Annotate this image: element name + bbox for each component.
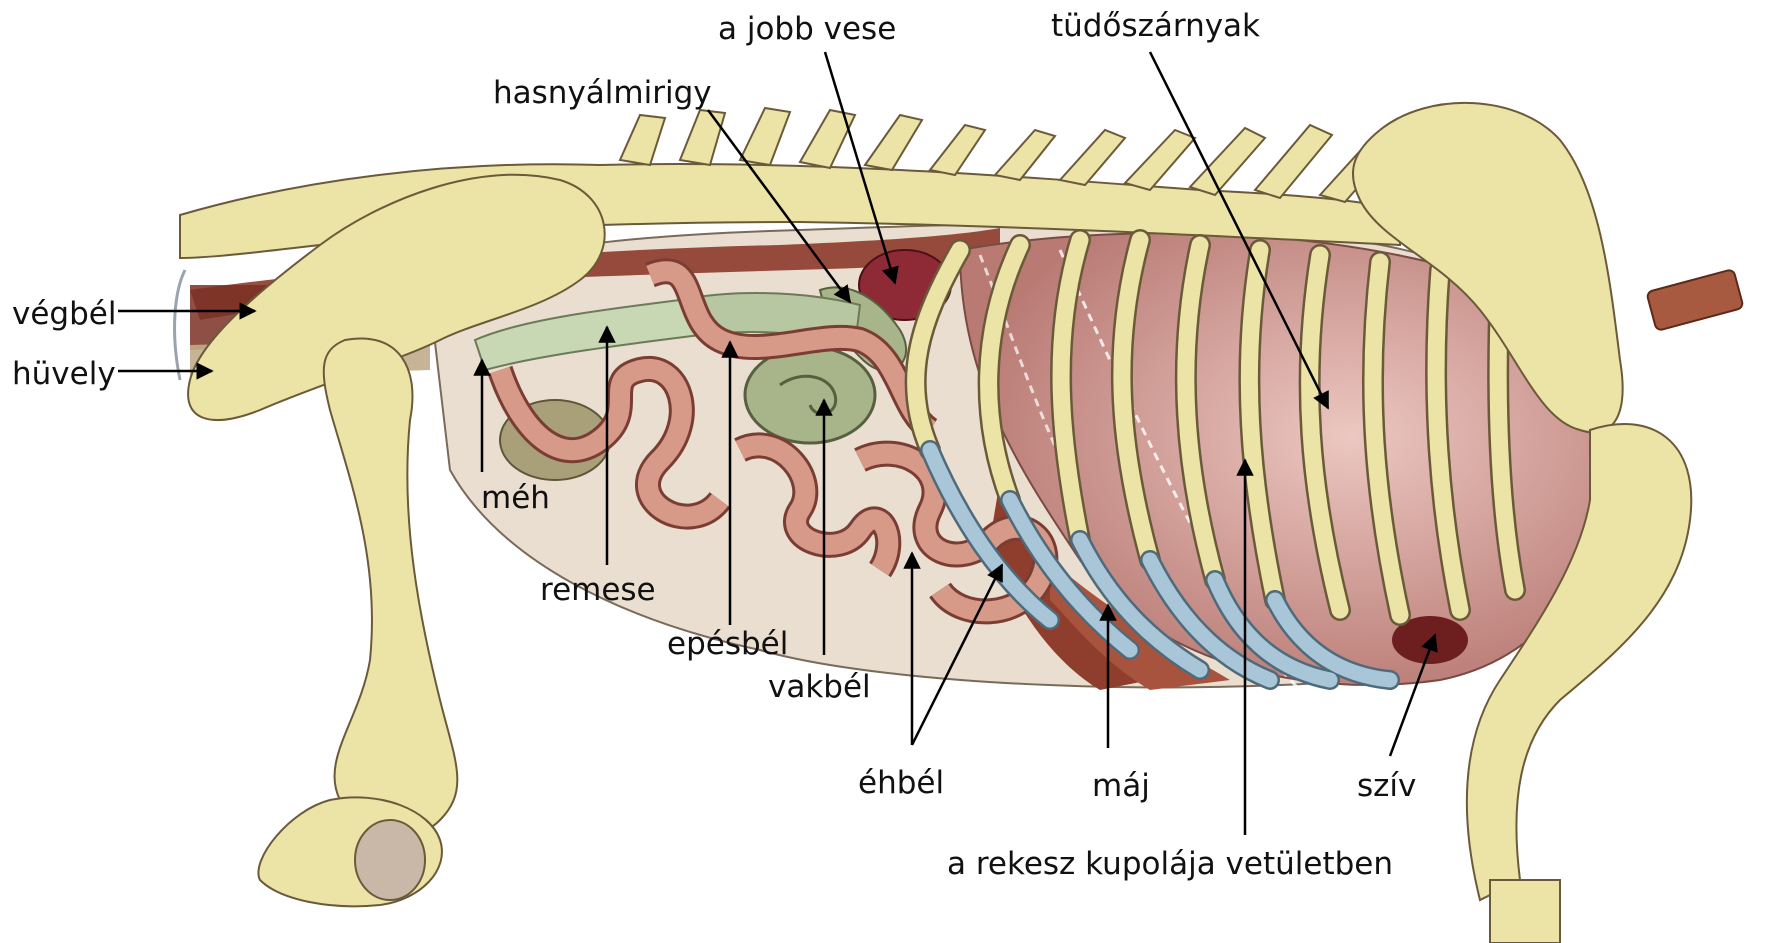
label-remese: remese — [540, 572, 656, 608]
label-tudo: tüdőszárnyak — [1051, 8, 1260, 44]
hind-leg — [324, 338, 458, 837]
cecum-shape — [745, 347, 875, 443]
tail — [175, 270, 185, 380]
label-maj: máj — [1092, 768, 1150, 804]
trachea — [1646, 269, 1743, 331]
label-epesbel: epésbél — [667, 626, 788, 662]
label-huvely: hüvely — [12, 356, 116, 392]
label-sziv: szív — [1357, 768, 1416, 804]
label-vese: a jobb vese — [718, 11, 896, 47]
label-meh: méh — [481, 480, 550, 516]
label-vegbel: végbél — [12, 296, 116, 332]
label-hasnyal: hasnyálmirigy — [493, 75, 712, 111]
label-ehbel: éhbél — [858, 765, 944, 801]
label-vakbel: vakbél — [768, 669, 871, 705]
label-rekesz: a rekesz kupolája vetületben — [947, 846, 1393, 882]
